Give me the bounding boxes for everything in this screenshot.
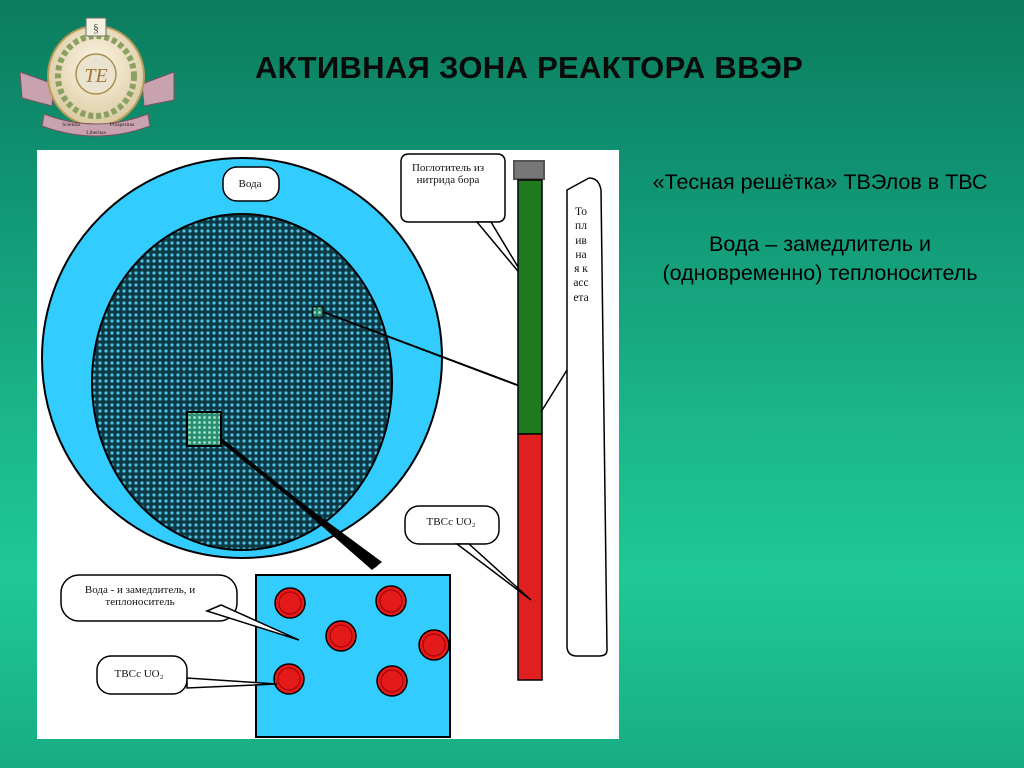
fuel-pellets: [273, 585, 450, 697]
svg-text:§: §: [93, 21, 99, 35]
cassette-label: Топливная кассета: [573, 206, 589, 304]
svg-text:ТЕ: ТЕ: [84, 65, 107, 87]
reactor-core-diagram: Вода Поглотитель из нитрида бора ТВСс UO…: [37, 150, 619, 739]
absorber-rod: [517, 179, 543, 435]
fuel-label-1: ТВСс UO₂: [426, 516, 476, 528]
callout-water: [222, 166, 280, 202]
fuel-rod: [517, 433, 543, 681]
core-lattice: [91, 213, 393, 551]
slide-title: АКТИВНАЯ ЗОНА РЕАКТОРА ВВЭР: [255, 50, 804, 85]
water-role-text: Вода – замедлитель и (одновременно) тепл…: [620, 230, 1020, 288]
water-label: Вода: [238, 178, 262, 190]
tight-lattice-text: «Тесная решётка» ТВЭлов в ТВС: [652, 170, 988, 194]
university-logo: § ТЕ Scientia Liberitas Prosperitas: [16, 14, 181, 144]
absorber-label: Поглотитель из нитрида бора: [411, 162, 485, 186]
fuel-label-2: ТВСс UO₂: [114, 668, 164, 680]
small-assembly-marker: [312, 306, 324, 318]
water-role-line-1: Вода – замедлитель и: [709, 232, 931, 256]
water-role-line-2: (одновременно) теплоноситель: [662, 261, 978, 285]
logo-banner-right: Prosperitas: [110, 122, 134, 128]
highlighted-assembly: [186, 411, 222, 447]
logo-banner-center: Liberitas: [86, 130, 106, 136]
logo-banner-left: Scientia: [62, 122, 80, 128]
moderator-label: Вода - и замедлитель, и теплоноситель: [84, 584, 196, 608]
